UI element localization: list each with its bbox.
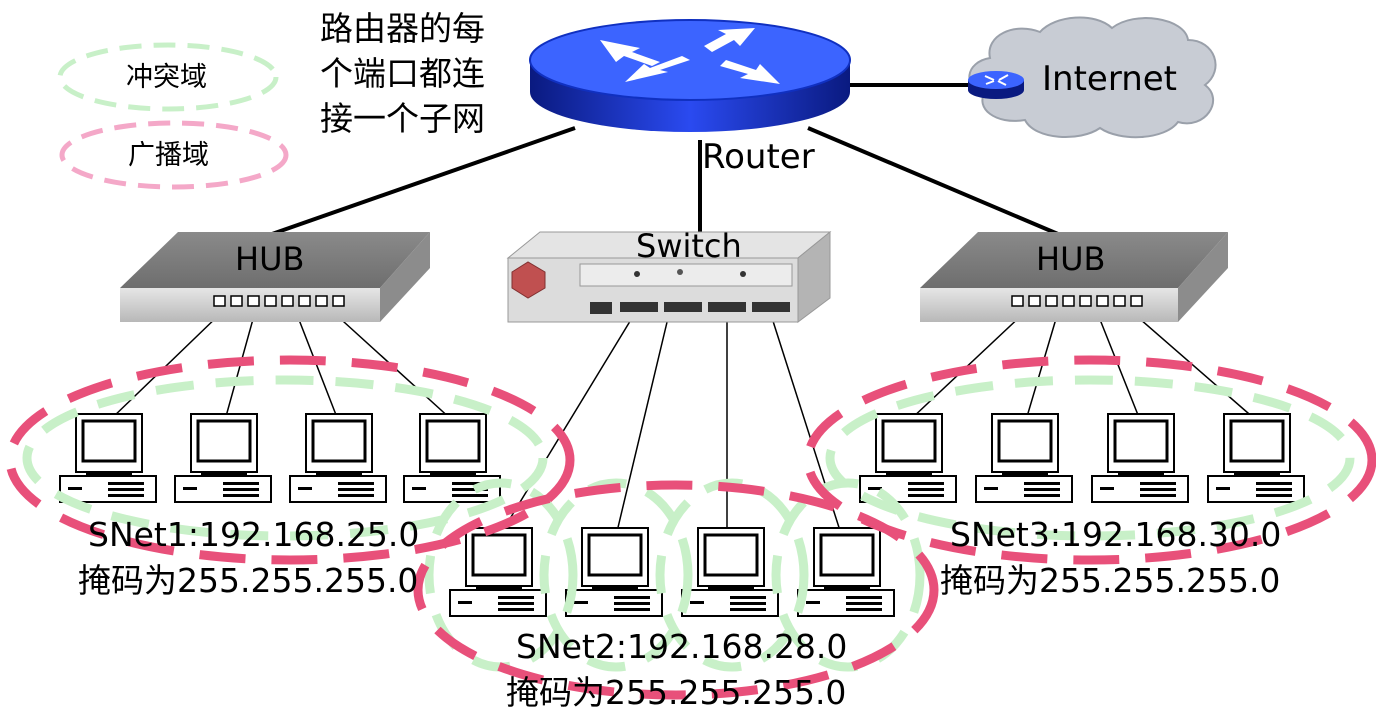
snet1-mask: 掩码为255.255.255.0 [78, 561, 418, 600]
hub-left-icon [120, 232, 430, 322]
router-note: 路由器的每 个端口都连 接一个子网 [320, 9, 485, 138]
legend: 冲突域 广播域 [57, 42, 289, 190]
pc-icon [173, 412, 273, 504]
collision-domain-snet3 [825, 375, 1355, 541]
legend-collision-swatch [57, 42, 279, 112]
hub-right-icon [920, 232, 1228, 322]
pcs-center [448, 526, 896, 618]
note-line-2: 个端口都连 [320, 54, 485, 93]
pcs-right [858, 412, 1306, 504]
snet1-name: SNet1:192.168.25.0 [88, 515, 419, 554]
hub-right-label: HUB [1036, 240, 1105, 278]
pc-icon [680, 526, 780, 618]
pc-icon [288, 412, 388, 504]
pc-icon [1090, 412, 1190, 504]
snet3-name: SNet3:192.168.30.0 [950, 515, 1281, 554]
internet-router-icon [968, 71, 1024, 99]
router-label: Router [702, 137, 815, 177]
broadcast-domain-snet3 [803, 355, 1376, 565]
note-line-1: 路由器的每 [320, 9, 485, 48]
snet3-mask: 掩码为255.255.255.0 [940, 561, 1280, 600]
broadcast-domains [5, 355, 1376, 700]
collision-domain-snet2-pc4 [771, 478, 925, 672]
internet-label: Internet [1042, 59, 1177, 99]
pc-icon [796, 526, 896, 618]
legend-broadcast-swatch [59, 120, 289, 190]
pc-icon [1206, 412, 1306, 504]
hub-left-label: HUB [235, 240, 304, 278]
broadcast-domain-snet1 [5, 355, 575, 565]
pc-icon [858, 412, 958, 504]
collision-domain-snet2-pc2 [539, 478, 693, 672]
switch-label: Switch [636, 227, 742, 265]
pcs-left [58, 412, 502, 504]
internet-cloud-icon [968, 16, 1217, 139]
legend-broadcast-label: 广播域 [128, 140, 209, 171]
legend-collision-label: 冲突域 [126, 62, 207, 93]
pc-icon [448, 526, 548, 618]
router-icon [529, 19, 851, 132]
switch-icon [506, 230, 832, 323]
snet2-name: SNet2:192.168.28.0 [516, 627, 847, 666]
pc-icon [564, 526, 664, 618]
pc-icon [58, 412, 158, 504]
collision-domain-snet1 [22, 375, 548, 541]
broadcast-domain-snet2 [413, 480, 939, 700]
note-line-3: 接一个子网 [320, 99, 485, 138]
snet2-mask: 掩码为255.255.255.0 [506, 673, 846, 712]
pc-icon [974, 412, 1074, 504]
